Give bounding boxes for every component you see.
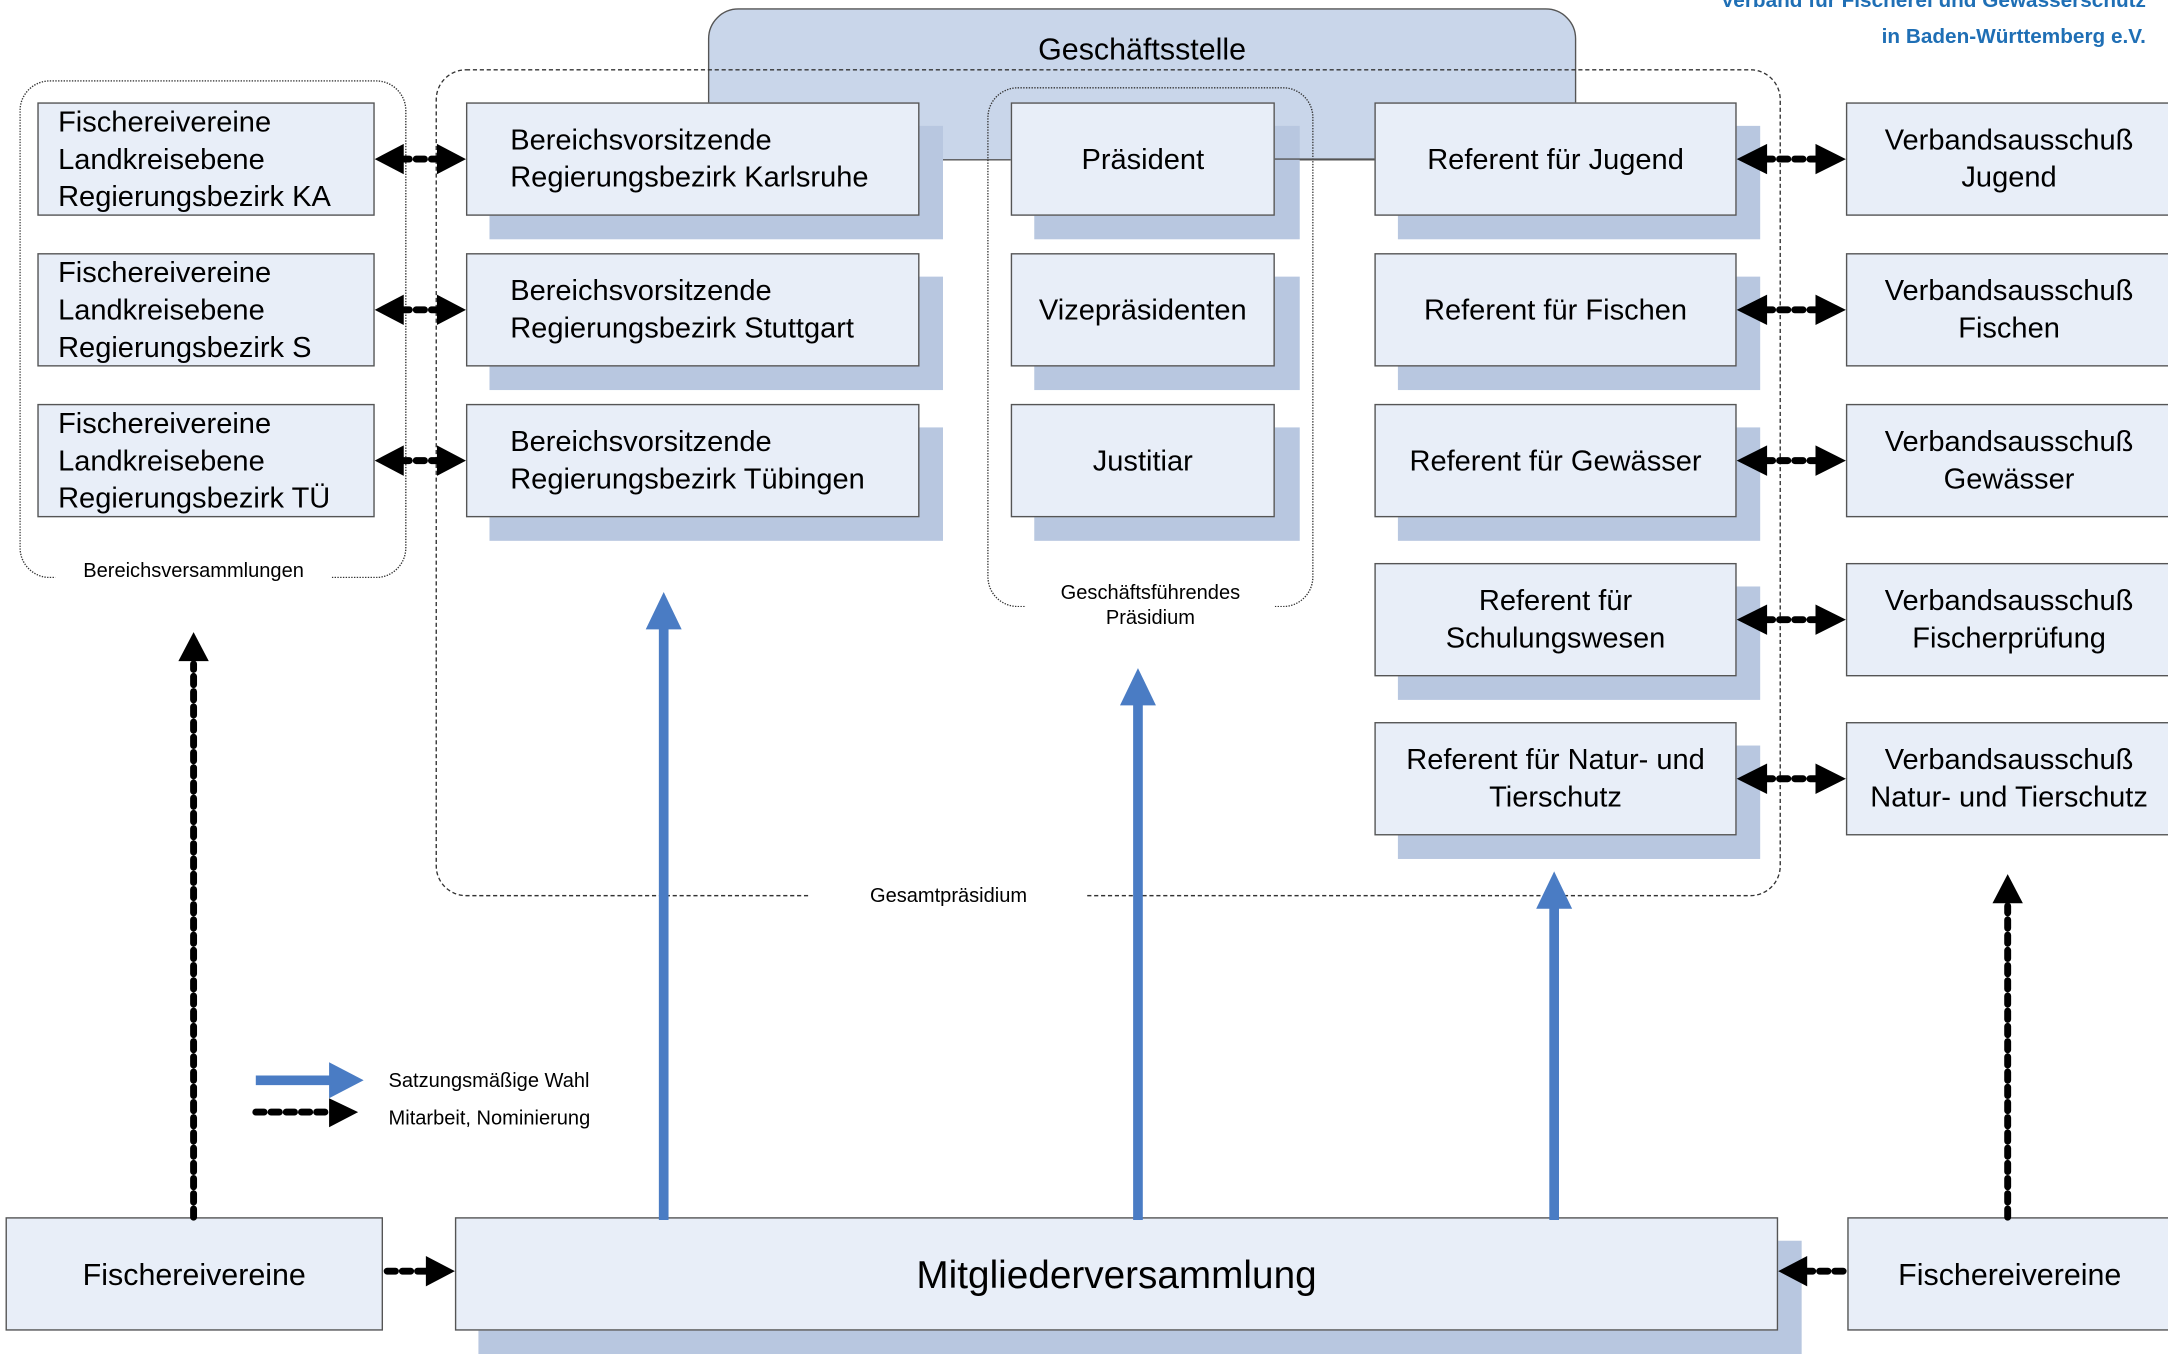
ausschuss-jugend: Verbandsausschuß Jugend [1845,102,2168,216]
gesamtpraesidium-group [435,69,1781,897]
dotted-arrow-s-bereich [374,294,466,326]
dotted-arrow-ka-bereich [374,143,466,175]
referent-jugend: Referent für Jugend [1374,102,1737,216]
election-arrow-referenten-head [1536,871,1573,909]
legend-dotted-arrow [252,1098,359,1128]
election-arrow-praesidium-head [1119,668,1156,706]
ausschuss-fischerpruefung: Verbandsausschuß Fischerprüfung [1845,562,2168,677]
dotted-arrow-tue-bereich [374,445,466,476]
dotted-arrow-fv-right-mv [1778,1255,1848,1287]
election-arrow-bereich-head [645,592,682,630]
referent-naturschutz: Referent für Natur- und Tierschutz [1374,722,1737,836]
dotted-arrow-gewaesser [1736,445,1846,476]
election-arrows [255,592,1573,1220]
ausschuss-gewaesser: Verbandsausschuß Gewässer [1845,403,2168,518]
dotted-arrow-jugend [1736,143,1846,175]
geschaeftsstelle-label: Geschäftsstelle [1038,31,1247,67]
mitgliederversammlung-box: Mitgliederversammlung [454,1217,1779,1331]
association-logo-text: Verband für Fischerei und Gewässerschutz… [1712,0,2146,56]
justitiar-box: Justitiar [1010,403,1275,518]
referent-schulungswesen: Referent für Schulungswesen [1374,562,1737,677]
bereichsvorsitzende-stuttgart: Bereichsvorsitzende Regierungsbezirk Stu… [465,253,920,367]
vizepraesidenten-box: Vizepräsidenten [1010,253,1275,367]
fischereivereine-bottom-left: Fischereivereine [5,1217,384,1331]
gesamtpraesidium-label: Gesamtpräsidium [810,883,1087,909]
fischereivereine-landkreis-tue: Fischereivereine Landkreisebene Regierun… [37,403,375,518]
bereichsvorsitzende-tuebingen: Bereichsvorsitzende Regierungsbezirk Tüb… [465,403,920,518]
legend-solid-label: Satzungsmäßige Wahl [388,1070,590,1093]
praesident-box: Präsident [1010,102,1275,216]
dotted-arrow-naturschutz [1736,763,1846,794]
referent-gewaesser: Referent für Gewässer [1374,403,1737,518]
legend-dotted-label: Mitarbeit, Nominierung [388,1107,591,1131]
dotted-arrow-schulung [1736,604,1846,635]
ausschuss-fischen: Verbandsausschuß Fischen [1845,253,2168,367]
ausschuss-naturschutz: Verbandsausschuß Natur- und Tierschutz [1845,722,2168,836]
geschaeftsfuehrendes-praesidium-label: Geschäftsführendes Präsidium [1025,580,1275,631]
referent-fischen: Referent für Fischen [1374,253,1737,367]
dotted-arrow-fischen [1736,294,1846,326]
dotted-arrow-fv-left-mv [383,1255,455,1287]
fischereivereine-landkreis-s: Fischereivereine Landkreisebene Regierun… [37,253,375,367]
dotted-arrow-up-left [178,632,209,1221]
bereichsversammlungen-label: Bereichsversammlungen [55,558,332,584]
bereichsvorsitzende-karlsruhe: Bereichsvorsitzende Regierungsbezirk Kar… [465,102,920,216]
fischereivereine-landkreis-ka: Fischereivereine Landkreisebene Regierun… [37,102,375,216]
collaboration-arrows [178,143,2023,1287]
dotted-arrow-up-right [1992,874,2023,1221]
legend-solid-arrow-head [329,1062,364,1099]
